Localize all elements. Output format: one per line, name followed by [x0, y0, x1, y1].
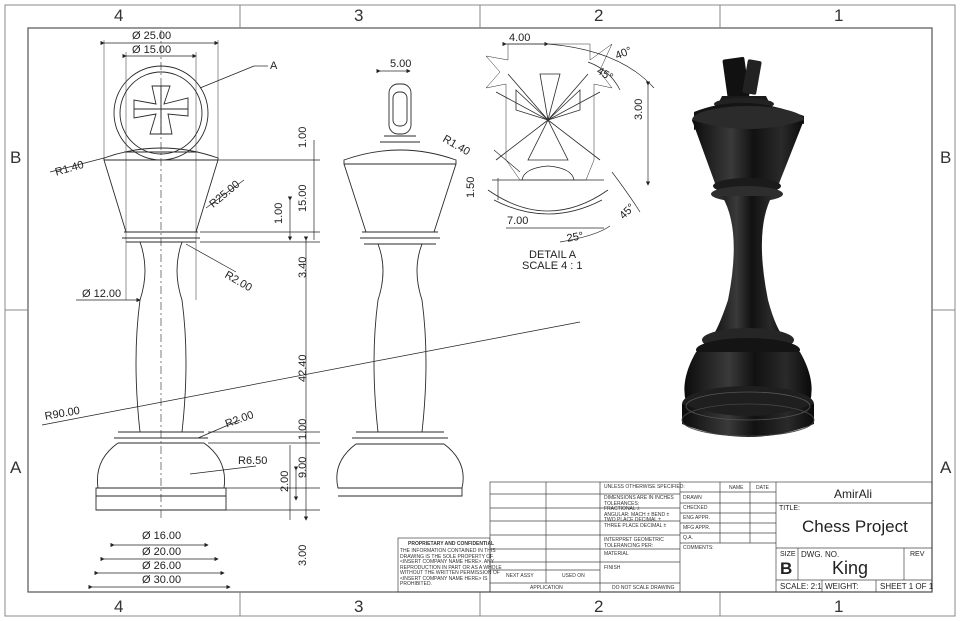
tb-size-label: SIZE [780, 551, 796, 558]
zone-top-4: 4 [114, 6, 124, 25]
dim-v-1-c: 1.00 [297, 418, 309, 440]
dim-dia-16: Ø 16.00 [142, 530, 182, 542]
proprietary-text: THE INFORMATION CONTAINED IN THIS DRAWIN… [400, 548, 502, 587]
dim-v-15: 15.00 [297, 184, 309, 212]
tb-dims-note: DIMENSIONS ARE IN INCHES TOLERANCES: FRA… [604, 495, 674, 529]
tb-mfg-appr: MFG APPR. [683, 525, 711, 531]
tb-title-label: TITLE: [779, 505, 801, 512]
dim-v-42-40: 42.40 [297, 354, 309, 382]
tb-dwg-no: King [832, 558, 869, 578]
tb-scale: SCALE: 2:1 [780, 582, 822, 591]
tb-company: AmirAli [834, 487, 872, 501]
dim-dia-12: Ø 12.00 [82, 288, 122, 300]
tb-next-assy: NEXT ASSY [506, 573, 534, 579]
dim-dia-15: Ø 15.00 [132, 44, 172, 56]
tb-title: Chess Project [802, 517, 908, 536]
tb-size: B [780, 559, 793, 578]
detail-dim-1-50: 1.50 [465, 176, 477, 198]
tb-do-not-scale: DO NOT SCALE DRAWING [612, 585, 675, 591]
zone-top-3: 3 [354, 6, 364, 25]
zone-left-a: A [10, 458, 22, 477]
tb-used-on: USED ON [562, 573, 585, 579]
tb-date-col: DATE [756, 485, 769, 491]
tb-application: APPLICATION [530, 585, 563, 591]
dim-dia-26: Ø 26.00 [142, 560, 182, 572]
dim-dia-20: Ø 20.00 [142, 546, 182, 558]
dim-dia-30: Ø 30.00 [142, 574, 182, 586]
tb-drawn: DRAWN [683, 495, 702, 501]
zone-right-a: A [940, 458, 952, 477]
tb-comments: COMMENTS: [683, 545, 714, 551]
tb-interpret: INTERPRET GEOMETRIC TOLERANCING PER: [604, 537, 664, 549]
tb-finish: FINISH [604, 565, 621, 571]
zone-bottom-3: 3 [354, 597, 364, 616]
detail-dim-7: 7.00 [507, 215, 529, 227]
zone-right-b: B [940, 148, 952, 167]
tb-qa: Q.A. [683, 535, 694, 541]
king-3d-render [681, 56, 815, 437]
detail-callout-a: A [270, 60, 278, 72]
detail-dim-4: 4.00 [509, 32, 531, 44]
zone-bottom-4: 4 [114, 597, 124, 616]
tb-material: MATERIAL [604, 551, 629, 557]
dim-v-9: 9.00 [297, 456, 309, 478]
detail-scale: SCALE 4 : 1 [522, 260, 583, 272]
tb-rev-label: REV [910, 551, 925, 558]
proprietary-title: PROPRIETARY AND CONFIDENTIAL [408, 541, 495, 547]
tb-sheet: SHEET 1 OF 1 [880, 582, 934, 591]
tb-eng-appr: ENG APPR. [683, 515, 710, 521]
zone-left-b: B [10, 148, 22, 167]
dim-v-3-bottom: 3.00 [297, 544, 309, 566]
dim-dia-25: Ø 25.00 [132, 30, 172, 42]
tb-checked: CHECKED [683, 505, 708, 511]
detail-title: DETAIL A [529, 249, 577, 261]
dim-v-1-b: 1.00 [273, 202, 285, 224]
zone-bottom-1: 1 [834, 597, 844, 616]
dim-r-6-50: R6.50 [238, 455, 268, 467]
zone-top-1: 1 [834, 6, 844, 25]
tb-unless: UNLESS OTHERWISE SPECIFIED: [604, 484, 685, 490]
zone-bottom-2: 2 [594, 597, 604, 616]
tb-weight: WEIGHT: [825, 582, 859, 591]
dim-v-1-top: 1.00 [297, 126, 309, 148]
zone-top-2: 2 [594, 6, 604, 25]
detail-dim-3: 3.00 [633, 98, 645, 120]
dim-v-3-40: 3.40 [297, 256, 309, 278]
dim-width-5: 5.00 [390, 58, 412, 70]
tb-name-col: NAME [729, 485, 744, 491]
dim-v-2: 2.00 [279, 470, 291, 492]
tb-dwg-no-label: DWG. NO. [801, 550, 840, 559]
